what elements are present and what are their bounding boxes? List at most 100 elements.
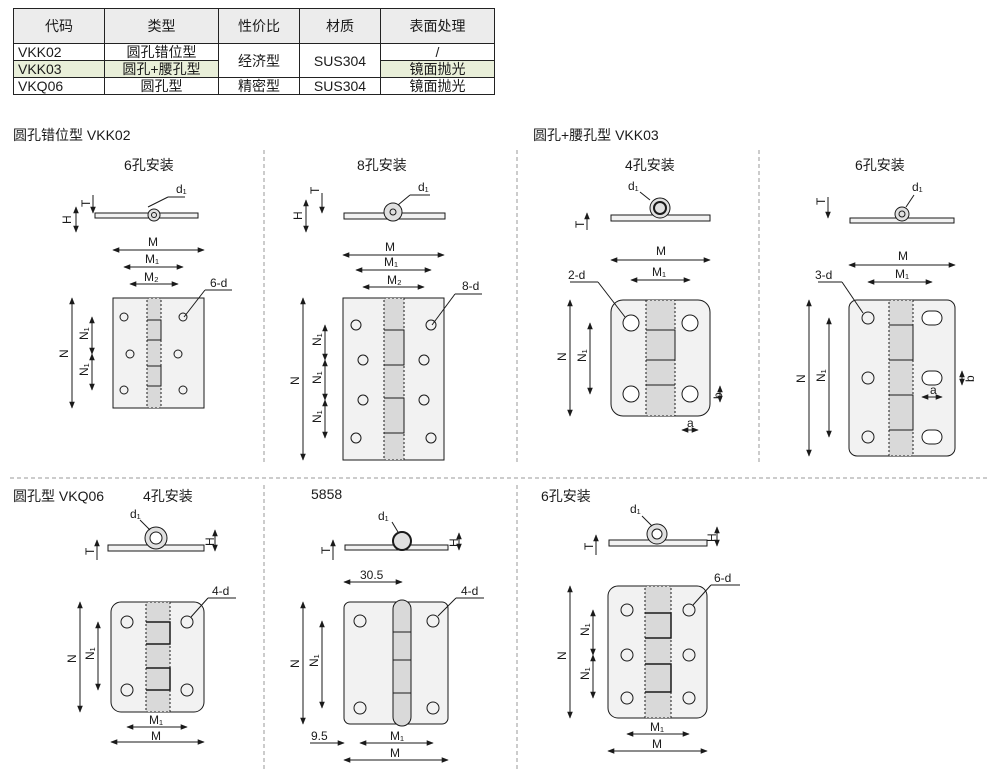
dim-n: N (794, 374, 808, 383)
dim-m1: M₁ (650, 720, 664, 734)
dim-d1: d₁ (418, 180, 429, 194)
mount-hole (120, 615, 134, 629)
mount-hole (120, 683, 134, 697)
cell-cost: 经济型 (218, 43, 300, 78)
dim-t: T (573, 220, 587, 228)
mount-hole (418, 354, 430, 366)
dim-n: N (555, 651, 569, 660)
dim-m: M (385, 240, 395, 254)
cell-code: VKQ06 (13, 77, 105, 95)
section-title-vkk03: 圆孔+腰孔型 VKK03 (533, 127, 659, 143)
hinge-knuckle (146, 297, 162, 409)
cell-type: 圆孔+腰孔型 (104, 60, 219, 78)
knuckle-side (894, 206, 910, 222)
slot-hole (921, 429, 943, 445)
mount-hole (622, 314, 640, 332)
dim-h: H (203, 537, 217, 546)
mount-hole (620, 603, 634, 617)
mount-hole (425, 432, 437, 444)
mount-hole (682, 648, 696, 662)
section-title-vkq06: 圆孔型 VKQ06 (13, 488, 105, 504)
hinge-knuckle (145, 601, 171, 713)
mount-hole (353, 701, 367, 715)
dim-b: b (711, 392, 725, 399)
mount-hole (178, 312, 188, 322)
dim-n: N (65, 654, 79, 663)
dim-m1: M₁ (895, 267, 909, 281)
dim-a: a (687, 416, 694, 430)
knuckle-side (392, 531, 412, 551)
hinge-knuckle (383, 297, 405, 461)
dim-n1: N₁ (77, 327, 91, 340)
mount-hole (357, 354, 369, 366)
drawing-vkk02-8hole: d₁ H T M M₁ M₂ 8-d N N₁ N₁ N₁ (288, 180, 482, 461)
dim-n1: N₁ (814, 369, 828, 382)
cell-surface: 镜面抛光 (380, 77, 495, 95)
dim-m: M (898, 249, 908, 263)
dim-m2: M₂ (144, 270, 159, 284)
hinge-knuckle (888, 299, 914, 457)
dim-n1: N₁ (310, 333, 324, 346)
cell-type: 圆孔型 (104, 77, 219, 95)
mount-hole (622, 385, 640, 403)
drawing-vkq06-6hole: d₁ H T 6-d M₁ M N N₁ N₁ (555, 502, 740, 754)
drawing-vkk03-4hole: d₁ T M M₁ 2-d N N₁ a b (555, 179, 725, 433)
dim-m: M (656, 244, 666, 258)
mount-hole (180, 683, 194, 697)
variant-label: 6孔安装 (124, 157, 174, 173)
dim-9-5: 9.5 (311, 729, 328, 743)
dim-30-5: 30.5 (360, 568, 384, 582)
cell-material: SUS304 (299, 43, 381, 78)
dim-m1: M₁ (145, 252, 159, 266)
hinge-knuckle (644, 585, 672, 719)
mount-hole (681, 314, 699, 332)
hinge-knuckle (645, 299, 676, 417)
mount-hole (426, 614, 440, 628)
dim-t: T (814, 197, 828, 205)
dim-n1: N₁ (307, 654, 321, 667)
dim-d1: d₁ (378, 509, 389, 523)
variant-label: 8孔安装 (357, 157, 407, 173)
mount-hole (350, 319, 362, 331)
dim-d1: d₁ (130, 507, 141, 521)
dim-d1: d₁ (628, 179, 639, 193)
dim-h: H (60, 215, 74, 224)
knuckle-side (383, 202, 403, 222)
mount-hole (861, 311, 875, 325)
dim-t: T (582, 542, 596, 550)
mount-hole (178, 385, 188, 395)
mount-hole (350, 432, 362, 444)
mount-hole (620, 691, 634, 705)
mount-hole (861, 430, 875, 444)
mount-hole (425, 319, 437, 331)
dim-holes: 6-d (714, 571, 731, 585)
spec-table: 代码 类型 性价比 材质 表面处理 VKK02 圆孔错位型 经济型 SUS304… (13, 8, 495, 95)
variant-label: 5858 (311, 486, 343, 502)
dim-n1: N₁ (578, 667, 592, 680)
slot-hole (681, 385, 699, 403)
dim-n: N (57, 349, 71, 358)
dim-n: N (288, 376, 302, 385)
dim-b: b (963, 375, 977, 382)
drawing-vkk03-6hole: d₁ T M M₁ 3-d N N₁ a b (794, 180, 977, 457)
mount-hole (353, 614, 367, 628)
slot-hole (921, 310, 943, 326)
cell-material: SUS304 (299, 77, 381, 95)
dim-t: T (79, 199, 93, 207)
header-code: 代码 (13, 8, 105, 44)
mount-hole (357, 394, 369, 406)
dim-m: M (652, 737, 662, 751)
dim-n1: N₁ (578, 623, 592, 636)
drawing-vkk02-6hole: d₁ H T M M₁ M₂ 6-d N N₁ N₁ (57, 182, 232, 409)
dim-n1: N₁ (310, 410, 324, 423)
mount-hole (125, 349, 135, 359)
hinge-knuckle (392, 599, 412, 727)
dim-n1: N₁ (575, 349, 589, 362)
dim-n1: N₁ (83, 647, 97, 660)
cell-cost: 精密型 (218, 77, 300, 95)
mount-hole (119, 385, 129, 395)
dim-holes: 6-d (210, 276, 227, 290)
dim-n: N (555, 352, 569, 361)
knuckle-side (649, 197, 671, 219)
